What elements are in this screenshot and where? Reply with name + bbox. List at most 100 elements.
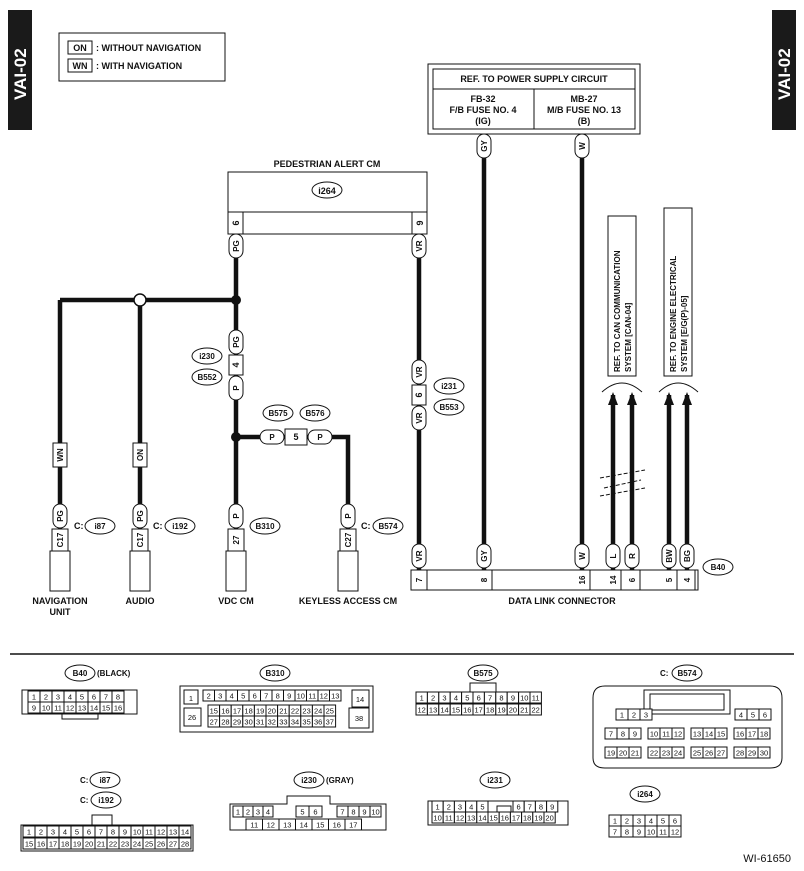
pin-number: 23 (662, 749, 670, 758)
svg-text:i230: i230 (199, 352, 215, 361)
pin-number: 8 (351, 808, 355, 817)
pin-number: 1 (236, 808, 240, 817)
pin-number: 15 (452, 706, 460, 715)
pin-number: 28 (221, 718, 229, 727)
svg-text:B553: B553 (439, 403, 459, 412)
pin-number: 19 (256, 707, 264, 716)
pin-number: 27 (210, 718, 218, 727)
pin-number: 13 (78, 704, 86, 713)
pin-number: 14 (90, 704, 98, 713)
svg-text:PEDESTRIAN ALERT CM: PEDESTRIAN ALERT CM (274, 159, 381, 169)
svg-text:C17: C17 (136, 532, 145, 547)
pin-number: 1 (613, 817, 617, 826)
svg-text:MB-27: MB-27 (570, 94, 597, 104)
pin-number: 8 (621, 730, 625, 739)
pin-number: 1 (189, 694, 193, 703)
pin-number: 20 (509, 706, 517, 715)
pin-number: 1 (420, 694, 424, 703)
pin-number: 10 (297, 692, 305, 701)
dlc-pin-number: 6 (628, 577, 637, 582)
wire-tags: PG VR GY W PG 4 P i230 B552 VR 6 VR i231… (52, 133, 590, 468)
connector-cavity (183, 707, 202, 727)
svg-text:WN: WN (56, 448, 65, 462)
pin-number: 19 (607, 749, 615, 758)
pin-number: 21 (97, 840, 105, 849)
pin-number: 4 (469, 803, 473, 812)
pin-number: 8 (625, 828, 629, 837)
svg-text:VR: VR (415, 240, 424, 251)
pin-number: 6 (477, 694, 481, 703)
connector-note: (GRAY) (326, 776, 354, 785)
svg-text:NAVIGATION: NAVIGATION (32, 596, 87, 606)
pin-number: 11 (54, 704, 62, 713)
pin-number: 2 (625, 817, 629, 826)
keyless-access-cm: P C27 C: B574 KEYLESS ACCESS CM (299, 503, 404, 606)
pin-number: 9 (633, 730, 637, 739)
svg-text:B575: B575 (268, 409, 288, 418)
pin-number: 12 (66, 704, 74, 713)
pin-number: 15 (25, 840, 33, 849)
connector-tag (629, 785, 661, 803)
connector-cavity (178, 825, 192, 838)
pin-number: 2 (207, 692, 211, 701)
pin-number: 3 (56, 693, 60, 702)
pin-number: 4 (739, 711, 743, 720)
svg-text:9: 9 (415, 220, 425, 225)
pin-number: 22 (291, 707, 299, 716)
pin-number: 1 (436, 803, 440, 812)
pin-number: 3 (218, 692, 222, 701)
pin-number: 7 (613, 828, 617, 837)
pin-number: 12 (671, 828, 679, 837)
pin-number: 27 (717, 749, 725, 758)
pin-number: 34 (291, 718, 299, 727)
audio-unit: PG C17 C: i192 AUDIO (126, 503, 196, 606)
pin-number: 2 (447, 803, 451, 812)
pin-number: 9 (362, 808, 366, 817)
svg-text:GY: GY (480, 140, 489, 152)
pin-number: 13 (283, 821, 291, 830)
pin-number: 11 (532, 694, 540, 703)
connector-name: B575 (473, 669, 493, 678)
connector-name: B310 (265, 669, 285, 678)
pin-number: 16 (333, 821, 341, 830)
connector-note: (BLACK) (97, 669, 131, 678)
svg-text:C17: C17 (56, 532, 65, 547)
wire-color-tag (476, 543, 492, 569)
can-ref: REF. TO CAN COMMUNICATION SYSTEM [CAN-04… (601, 215, 643, 405)
pin-number: 13 (693, 730, 701, 739)
pin-number: 2 (431, 694, 435, 703)
pin-number: 1 (27, 828, 31, 837)
connector-name: i87 (99, 776, 111, 785)
svg-text:ON: ON (73, 43, 87, 53)
connector-cavity (262, 805, 274, 818)
svg-text:5: 5 (293, 432, 298, 442)
wire-color-tag (624, 543, 640, 569)
pin-number: 14 (181, 828, 189, 837)
connector-cavity (344, 818, 362, 831)
pin-number: 17 (233, 707, 241, 716)
svg-text:P: P (232, 385, 241, 391)
svg-text:VR: VR (415, 412, 424, 423)
svg-text:B310: B310 (255, 522, 275, 531)
pin-number: 10 (520, 694, 528, 703)
connector-latch (91, 814, 113, 826)
pin-number: 9 (287, 692, 291, 701)
pin-number: 8 (276, 692, 280, 701)
pin-number: 20 (85, 840, 93, 849)
splice-point (231, 295, 241, 305)
connector-latch (649, 693, 725, 711)
pin-number: 6 (673, 817, 677, 826)
wire-color-label: L (609, 553, 618, 558)
connector-cavity (671, 746, 685, 759)
pin-number: 6 (763, 711, 767, 720)
pin-number: 16 (736, 730, 744, 739)
pin-number: 5 (661, 817, 665, 826)
svg-text:UNIT: UNIT (50, 607, 71, 617)
pin-number: 3 (458, 803, 462, 812)
svg-text:WN: WN (73, 61, 88, 71)
pin-number: 22 (532, 706, 540, 715)
svg-text:C27: C27 (344, 532, 353, 547)
svg-text:KEYLESS ACCESS CM: KEYLESS ACCESS CM (299, 596, 397, 606)
connector-cavity (178, 837, 192, 850)
wire-color-tag (605, 543, 621, 569)
